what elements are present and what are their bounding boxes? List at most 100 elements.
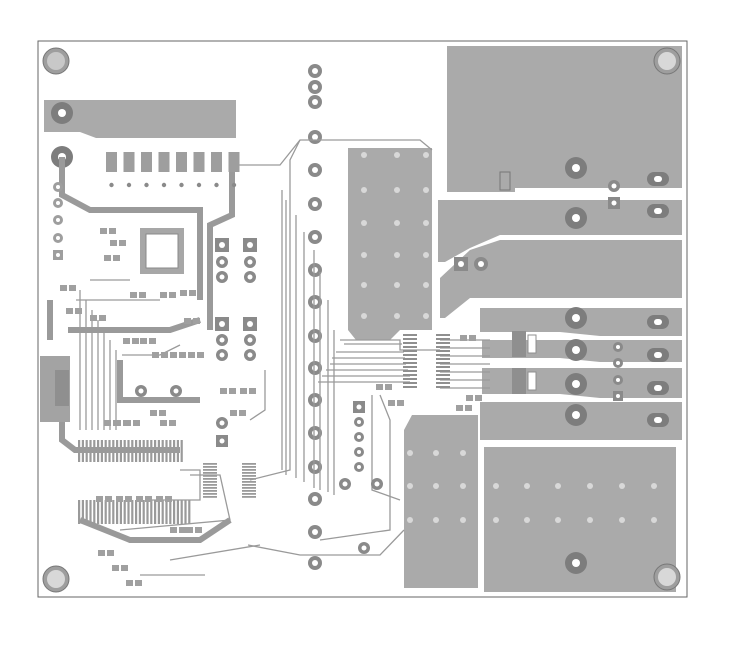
ic-pin — [104, 440, 107, 462]
via — [407, 517, 413, 523]
smd-pad — [141, 152, 152, 172]
ic-pin — [403, 346, 417, 348]
via — [493, 517, 499, 523]
via — [433, 450, 439, 456]
smd-pad — [211, 152, 222, 172]
via — [394, 252, 400, 258]
ic-pin — [108, 440, 111, 462]
passive — [104, 255, 111, 261]
via — [619, 483, 625, 489]
power-pads — [51, 102, 587, 574]
passive — [100, 228, 107, 234]
ic-footprint-bottom-rows — [78, 440, 256, 524]
ic-pin — [403, 386, 417, 388]
passive — [376, 384, 383, 390]
passive — [156, 496, 163, 502]
via — [361, 187, 367, 193]
ic-pin — [97, 440, 100, 462]
passive — [466, 395, 473, 401]
via — [394, 282, 400, 288]
via — [407, 483, 413, 489]
passive — [116, 496, 123, 502]
ic-pin — [176, 440, 179, 462]
passive — [112, 565, 119, 571]
ic-pin — [78, 440, 81, 462]
ic-pin — [165, 440, 168, 462]
passive — [230, 410, 237, 416]
via — [423, 252, 429, 258]
via — [423, 187, 429, 193]
via — [433, 517, 439, 523]
via — [555, 517, 561, 523]
traces — [76, 139, 490, 576]
via — [460, 517, 466, 523]
ic-pin — [403, 338, 417, 340]
via — [361, 282, 367, 288]
ic-pin — [100, 440, 103, 462]
passive — [60, 285, 67, 291]
via — [423, 220, 429, 226]
via — [587, 517, 593, 523]
via — [433, 483, 439, 489]
passive — [110, 240, 117, 246]
passive — [220, 388, 227, 394]
copper-pour-mid-2 — [440, 240, 682, 318]
via — [423, 152, 429, 158]
passive — [66, 308, 73, 314]
ic-footprint-qfp-pins — [403, 334, 450, 388]
passive — [126, 580, 133, 586]
ic-pin — [157, 440, 160, 462]
left-header-pins — [53, 182, 63, 260]
via — [361, 152, 367, 158]
passive-components — [60, 228, 482, 586]
ic-pin — [112, 440, 115, 462]
via — [460, 483, 466, 489]
via — [423, 313, 429, 319]
passive — [184, 318, 191, 324]
passive — [114, 420, 121, 426]
passive — [130, 292, 137, 298]
via — [394, 220, 400, 226]
passive — [186, 527, 193, 533]
passive — [152, 352, 159, 358]
copper-pour-mid-1 — [438, 200, 682, 262]
ic-footprint-header-row — [106, 152, 240, 188]
slot-pads — [647, 172, 669, 427]
side-connector — [40, 356, 70, 422]
ic-pin — [161, 440, 164, 462]
copper-pour-strip-top-left — [44, 100, 236, 138]
ic-pin — [403, 362, 417, 364]
passive — [150, 410, 157, 416]
via — [407, 450, 413, 456]
passive — [90, 315, 97, 321]
ic-pin — [403, 382, 417, 384]
via — [651, 483, 657, 489]
smd-pad — [106, 152, 117, 172]
passive — [98, 550, 105, 556]
passive — [160, 420, 167, 426]
ic-pin — [403, 374, 417, 376]
passive — [170, 352, 177, 358]
passive — [388, 400, 395, 406]
ic-pin — [93, 440, 96, 462]
via — [361, 252, 367, 258]
ic-pin — [180, 440, 183, 462]
via — [619, 517, 625, 523]
via — [493, 483, 499, 489]
ic-pin — [154, 440, 157, 462]
ic-pin — [403, 370, 417, 372]
via — [361, 220, 367, 226]
transistor-footprints — [512, 331, 537, 394]
ic-pin — [403, 342, 417, 344]
via — [423, 282, 429, 288]
pin-pairs — [215, 171, 623, 401]
ic-pin — [85, 440, 88, 462]
smd-pad — [193, 152, 205, 172]
ic-pin — [89, 440, 92, 462]
passive — [460, 335, 467, 341]
ic-pin — [403, 358, 417, 360]
passive — [188, 352, 195, 358]
ic-pin — [138, 440, 141, 462]
component-pads-lower — [135, 385, 383, 554]
via — [524, 517, 530, 523]
